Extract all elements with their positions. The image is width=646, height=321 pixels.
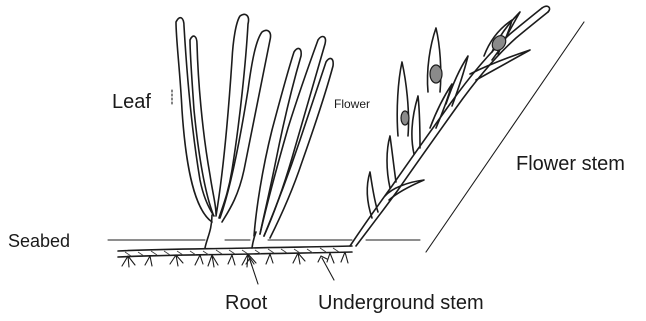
- label-flower: Flower: [334, 97, 370, 111]
- label-seabed: Seabed: [8, 231, 70, 251]
- label-root: Root: [225, 292, 268, 314]
- flower-stem-bracket: [426, 22, 584, 252]
- label-flower-stem: Flower stem: [516, 153, 625, 175]
- label-underground-stem: Underground stem: [318, 292, 484, 314]
- underground-stem: [118, 246, 352, 257]
- flower-stem-plant: [350, 6, 550, 246]
- label-leaf: Leaf: [112, 91, 151, 113]
